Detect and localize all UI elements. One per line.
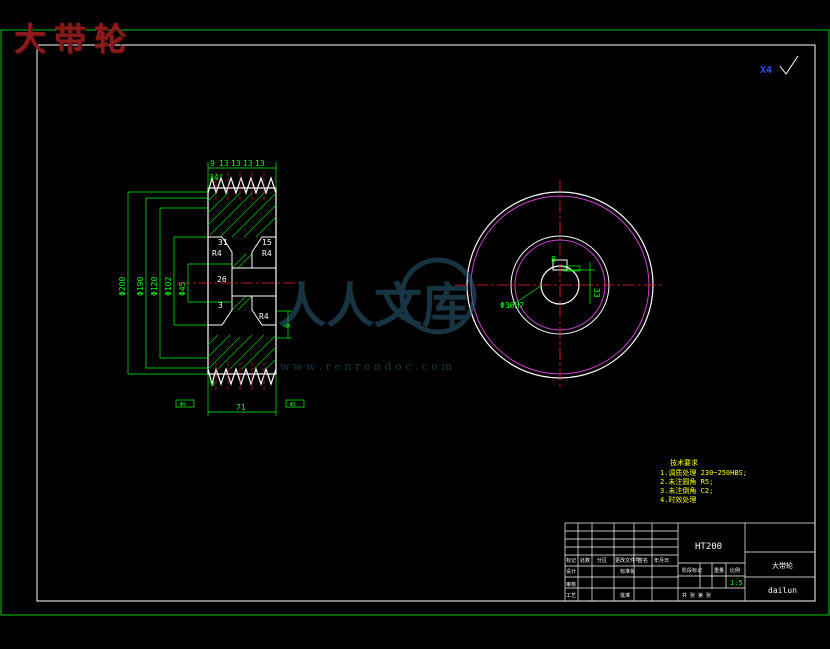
tb-label-weight: 重量	[714, 567, 724, 574]
ref-box-left-label: Φ5	[180, 402, 186, 408]
section-view: 9 13 13 13 13 34° R4 R4 R4 26 15 31 6 3 …	[118, 159, 305, 416]
diam-200-label: Φ200	[118, 277, 127, 296]
tb-label-change: 更改文件号	[615, 557, 640, 564]
bore-outline	[231, 267, 277, 297]
key-width-label: 8	[551, 255, 556, 264]
end-view: 8 33 Φ30H7	[455, 180, 665, 390]
top-width-3: 13	[231, 159, 241, 168]
top-width-4: 13	[243, 159, 253, 168]
watermark: 人人文库 w w w . r e n r e n d o c . c o m	[278, 257, 477, 373]
tech-note-2: 2.未注圆角 R5;	[660, 477, 713, 486]
tb-label-sign: 签名	[638, 557, 648, 564]
tb-label-scale: 比例	[730, 567, 740, 574]
radius-label-b: R4	[262, 249, 272, 258]
tech-note-4: 4.时效处理	[660, 495, 696, 504]
diam-45-label: Φ45	[178, 281, 187, 296]
tb-drawing-no: dailun	[768, 586, 797, 595]
web-lower-right	[251, 296, 276, 326]
dim-31-label: 31	[218, 238, 228, 247]
inner-frame	[36, 44, 816, 602]
watermark-url: w w w . r e n r e n d o c . c o m	[280, 360, 452, 373]
total-width-label: 71	[236, 403, 246, 412]
dim-6-label: 6	[283, 323, 292, 328]
tech-notes-heading: 技术要求	[670, 458, 698, 467]
groove-teeth-top	[207, 175, 277, 196]
tb-label-process: 工艺	[566, 593, 576, 599]
watermark-logo-icon	[399, 257, 477, 335]
section-hatching	[207, 192, 277, 370]
tb-label-design: 设计	[566, 568, 576, 575]
tb-label-date: 年月日	[654, 557, 669, 564]
web-upper-right	[251, 236, 276, 268]
tb-label-approve: 批准	[620, 592, 630, 599]
groove-centerlines	[215, 172, 265, 392]
bore-leader	[507, 284, 543, 309]
title-block-labels: 标记 处数 分区 更改文件号 签名 年月日 设计 标准化 审核 工艺 批准 阶段…	[566, 557, 740, 599]
top-width-2: 13	[219, 159, 229, 168]
radius-label-c: R4	[259, 312, 269, 321]
top-width-1: 9	[210, 159, 215, 168]
dim-3-label: 3	[218, 301, 223, 310]
tech-note-3: 3.未注倒角 C2;	[660, 486, 713, 495]
tb-label-count: 处数	[580, 557, 590, 564]
title-block	[564, 522, 816, 602]
tb-scale-value: 1:5	[730, 579, 743, 587]
diam-102-label: Φ102	[164, 277, 173, 296]
bore-label: 26	[217, 275, 227, 284]
tb-label-mark: 标记	[566, 557, 576, 564]
diam-190-label: Φ190	[136, 277, 145, 296]
groove-angle: 34°	[209, 173, 223, 182]
outer-frame	[0, 29, 830, 616]
end-bore-label: Φ30H7	[500, 301, 524, 310]
key-tolerance-box	[563, 265, 581, 272]
tb-label-sheet: 共 张 第 张	[682, 592, 711, 599]
ref-box-right-label: Φ5	[290, 402, 296, 408]
diameter-dimension-lines	[127, 162, 292, 416]
ref-box-left	[175, 399, 195, 408]
top-width-5: 13	[255, 159, 265, 168]
diam-120-label: Φ120	[150, 277, 159, 296]
tb-label-stage: 阶段标记	[682, 567, 702, 574]
dim-15-label: 15	[262, 238, 272, 247]
ref-box-right	[285, 399, 305, 408]
check-mark-icon	[779, 55, 799, 75]
groove-teeth-bottom	[207, 366, 277, 387]
tb-label-standard: 标准化	[620, 568, 635, 575]
dim-9-label: 9	[210, 379, 215, 388]
tb-label-review: 审核	[566, 581, 576, 588]
tb-part-name: 大带轮	[772, 561, 793, 570]
watermark-text: 人人文库	[278, 278, 470, 334]
tb-label-zone: 分区	[597, 557, 607, 564]
tech-note-1: 1.调质处理 230~250HBS;	[660, 468, 747, 477]
corner-mark-label: X4	[760, 65, 772, 76]
radius-label-a: R4	[212, 249, 222, 258]
section-labels: 9 13 13 13 13 34° R4 R4 R4 26 15 31 6 3 …	[118, 159, 292, 412]
technical-notes: 技术要求 1.调质处理 230~250HBS; 2.未注圆角 R5; 3.未注倒…	[660, 458, 747, 504]
tb-material: HT200	[695, 542, 722, 552]
drawing-title: 大带轮	[14, 20, 135, 58]
key-depth-label: 33	[592, 288, 601, 298]
